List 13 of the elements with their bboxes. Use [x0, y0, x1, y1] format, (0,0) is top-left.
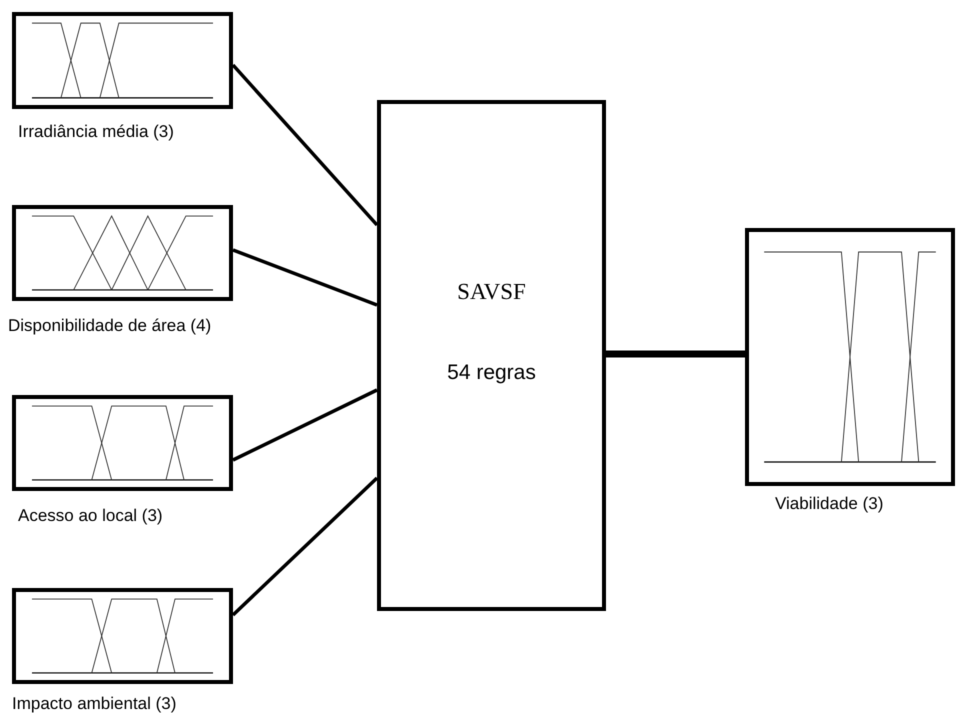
connector-line	[232, 388, 378, 462]
variable-label: Irradiância média (3)	[18, 122, 174, 142]
variable-label: Viabilidade (3)	[775, 494, 884, 514]
variable-label: Impacto ambiental (3)	[12, 694, 176, 714]
system-name: SAVSF	[456, 279, 527, 305]
connector-line	[232, 476, 378, 616]
variable-label: Disponibilidade de área (4)	[8, 316, 212, 336]
connector-line	[232, 248, 378, 307]
connector-line	[606, 350, 745, 358]
rule-base-box	[377, 100, 606, 611]
variable-label: Acesso ao local (3)	[18, 506, 163, 526]
rule-count: 54 regras	[446, 361, 537, 385]
connector-line	[232, 64, 378, 226]
